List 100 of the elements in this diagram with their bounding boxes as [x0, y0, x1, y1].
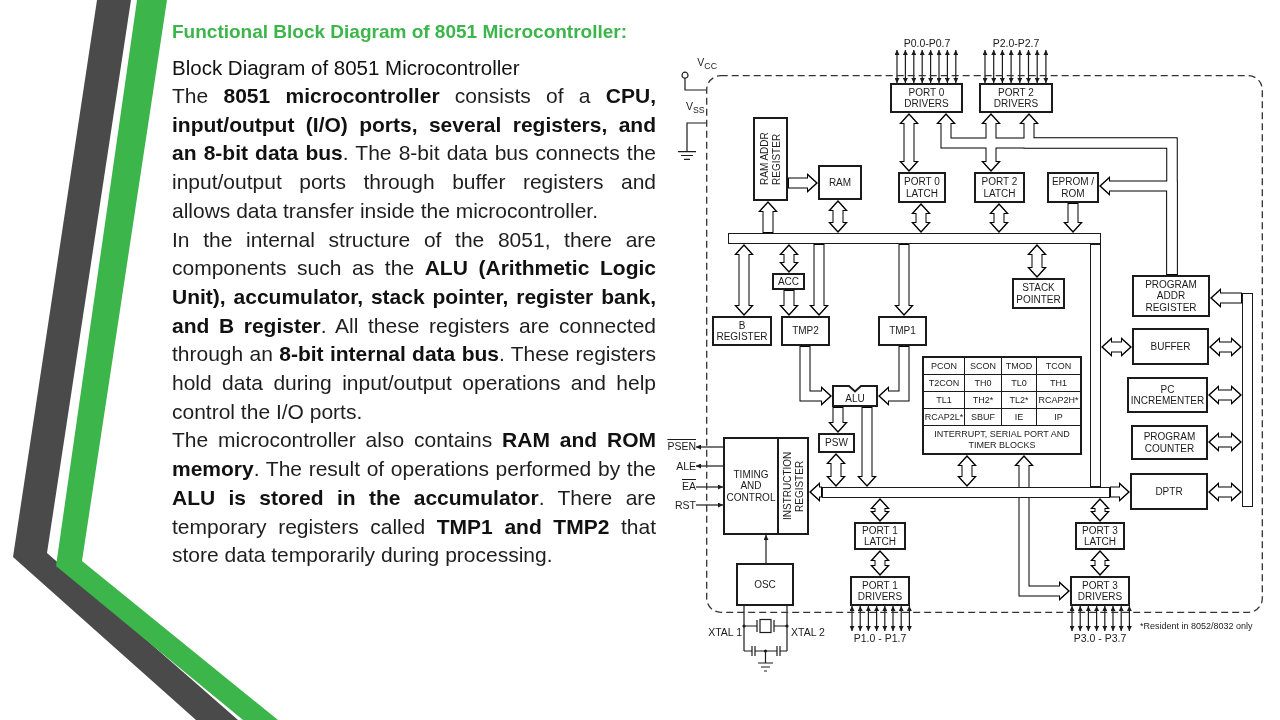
bus-arrow — [1208, 432, 1242, 452]
pin-arrow — [849, 605, 855, 632]
pin-arrow — [1017, 49, 1023, 84]
memory-block: EPROM / ROM — [1047, 172, 1099, 203]
bus-arrow — [826, 453, 846, 487]
bus-arrow — [788, 173, 818, 193]
pin-arrow — [857, 605, 863, 632]
table-cell: TMOD — [1002, 358, 1037, 376]
supply-line — [686, 122, 707, 152]
bus-arrow — [1027, 244, 1047, 278]
table-cell: TL0 — [1002, 375, 1037, 393]
pin-label: ALE — [666, 460, 696, 473]
pin-arrow — [928, 49, 934, 84]
bus-arrow — [1208, 385, 1242, 405]
bus-arrow — [981, 113, 1001, 172]
bus-arrow — [799, 346, 832, 406]
pin-arrow — [1110, 605, 1116, 632]
footnote-text: *Resident in 8052/8032 only — [1140, 621, 1253, 632]
bus-arrow — [957, 455, 977, 487]
bus-arrow — [878, 346, 910, 406]
signal-arrow — [695, 484, 724, 490]
bus-arrow — [899, 113, 919, 172]
table-cell: TH0 — [965, 375, 1002, 393]
register-block: INSTRUCTION REGISTER — [779, 437, 809, 535]
pin-label: V$_{SS}$ — [686, 100, 705, 116]
register-block: ACC — [772, 273, 805, 290]
bus-arrow — [989, 203, 1009, 233]
chip-boundary — [706, 75, 1263, 613]
section-heading: Block Diagram of 8051 Microcontroller — [172, 55, 521, 81]
supply-line — [681, 71, 707, 91]
signal-arrow — [695, 444, 724, 450]
register-block: RAM ADDR REGISTER — [753, 117, 788, 201]
pin-arrow — [906, 605, 912, 632]
alu-block: ALU — [832, 385, 878, 407]
pin-label: XTAL 1 — [708, 626, 742, 639]
bus-arrow — [1110, 482, 1130, 502]
table-cell: RCAP2L* — [924, 409, 965, 427]
table-cell: SBUF — [965, 409, 1002, 427]
pin-arrow — [911, 49, 917, 84]
table-cell: TH1 — [1037, 375, 1080, 393]
paragraph-text: The microcontroller also contains RAM and ROM memory. The result of operations performed by the ALU is stored in the accumulator. There are temporary registers called TMP1 and TMP2 that store data temporarily during processing. — [172, 427, 656, 569]
pin-label: P3.0 - P3.7 — [1068, 631, 1132, 645]
register-block: B REGISTER — [712, 316, 772, 346]
latch-block: PORT 1 LATCH — [854, 522, 906, 550]
pin-label: XTAL 2 — [791, 626, 825, 639]
pin-arrow — [936, 49, 942, 84]
bus-arrow — [779, 244, 799, 273]
table-cell: IE — [1002, 409, 1037, 427]
pin-arrow — [999, 49, 1005, 84]
register-block: TMP2 — [781, 316, 830, 346]
pin-label: EA — [666, 480, 696, 493]
pin-arrow — [874, 605, 880, 632]
table-cell: TL2* — [1002, 392, 1037, 410]
driver-block: PORT 2 DRIVERS — [979, 83, 1053, 113]
register-block: DPTR — [1130, 473, 1208, 510]
bus-arrow — [1210, 288, 1242, 308]
driver-block: PORT 3 DRIVERS — [1070, 576, 1130, 606]
signal-arrow — [695, 502, 724, 508]
bus-arrow — [911, 203, 931, 233]
latch-block: PORT 0 LATCH — [898, 172, 946, 203]
pin-arrow — [865, 605, 871, 632]
paragraph-text: In the internal structure of the 8051, there are components such as the ALU (Arithmetic Logic Unit), accumulator, stack pointer, register bank, and B register. All these registers are connected through an 8-bit internal data bus. These registers hold data during input/output operations and help control the I/O ports. — [172, 226, 656, 425]
signal-arrow — [695, 463, 724, 469]
latch-block: PORT 3 LATCH — [1075, 522, 1125, 550]
pin-arrow — [944, 49, 950, 84]
table-cell: TL1 — [924, 392, 965, 410]
pin-arrow — [1069, 605, 1075, 632]
table-cell: RCAP2H* — [1037, 392, 1080, 410]
table-cell-text: INTERRUPT, SERIAL PORT AND TIMER BLOCKS — [933, 427, 1071, 452]
table-cell: T2CON — [924, 375, 965, 393]
bus-bar — [822, 487, 1110, 498]
table-cell: TH2* — [965, 392, 1002, 410]
pin-label: RST — [662, 499, 696, 512]
pin-arrow — [882, 605, 888, 632]
register-block: BUFFER — [1132, 328, 1209, 365]
bus-arrow — [1014, 455, 1070, 601]
bus-arrow — [1209, 337, 1242, 357]
table-cell: TCON — [1037, 358, 1080, 376]
bus-arrow — [857, 407, 877, 487]
register-block: PROGRAM COUNTER — [1131, 425, 1208, 460]
bus-arrow — [1063, 203, 1083, 233]
bus-arrow — [1101, 337, 1132, 357]
bus-bar — [728, 233, 1101, 244]
register-block: PC INCREMENTER — [1127, 377, 1208, 413]
memory-block: RAM — [818, 165, 862, 200]
pin-arrow — [902, 49, 908, 84]
driver-block: PORT 1 DRIVERS — [850, 576, 910, 606]
register-block: PROGRAM ADDR REGISTER — [1132, 275, 1210, 317]
bus-bar — [1242, 293, 1253, 507]
register-table — [922, 356, 1082, 455]
pin-arrow — [890, 605, 896, 632]
bus-bar — [1090, 244, 1101, 487]
pin-arrow — [894, 49, 900, 84]
bus-arrow — [828, 200, 848, 233]
pin-label: PSEN — [660, 440, 696, 453]
bus-arrow — [828, 407, 848, 433]
pin-arrow — [1085, 605, 1091, 632]
pin-arrow — [1034, 49, 1040, 84]
pin-label: V$_{CC}$ — [683, 55, 717, 72]
control-block: TIMING AND CONTROL — [723, 437, 779, 535]
